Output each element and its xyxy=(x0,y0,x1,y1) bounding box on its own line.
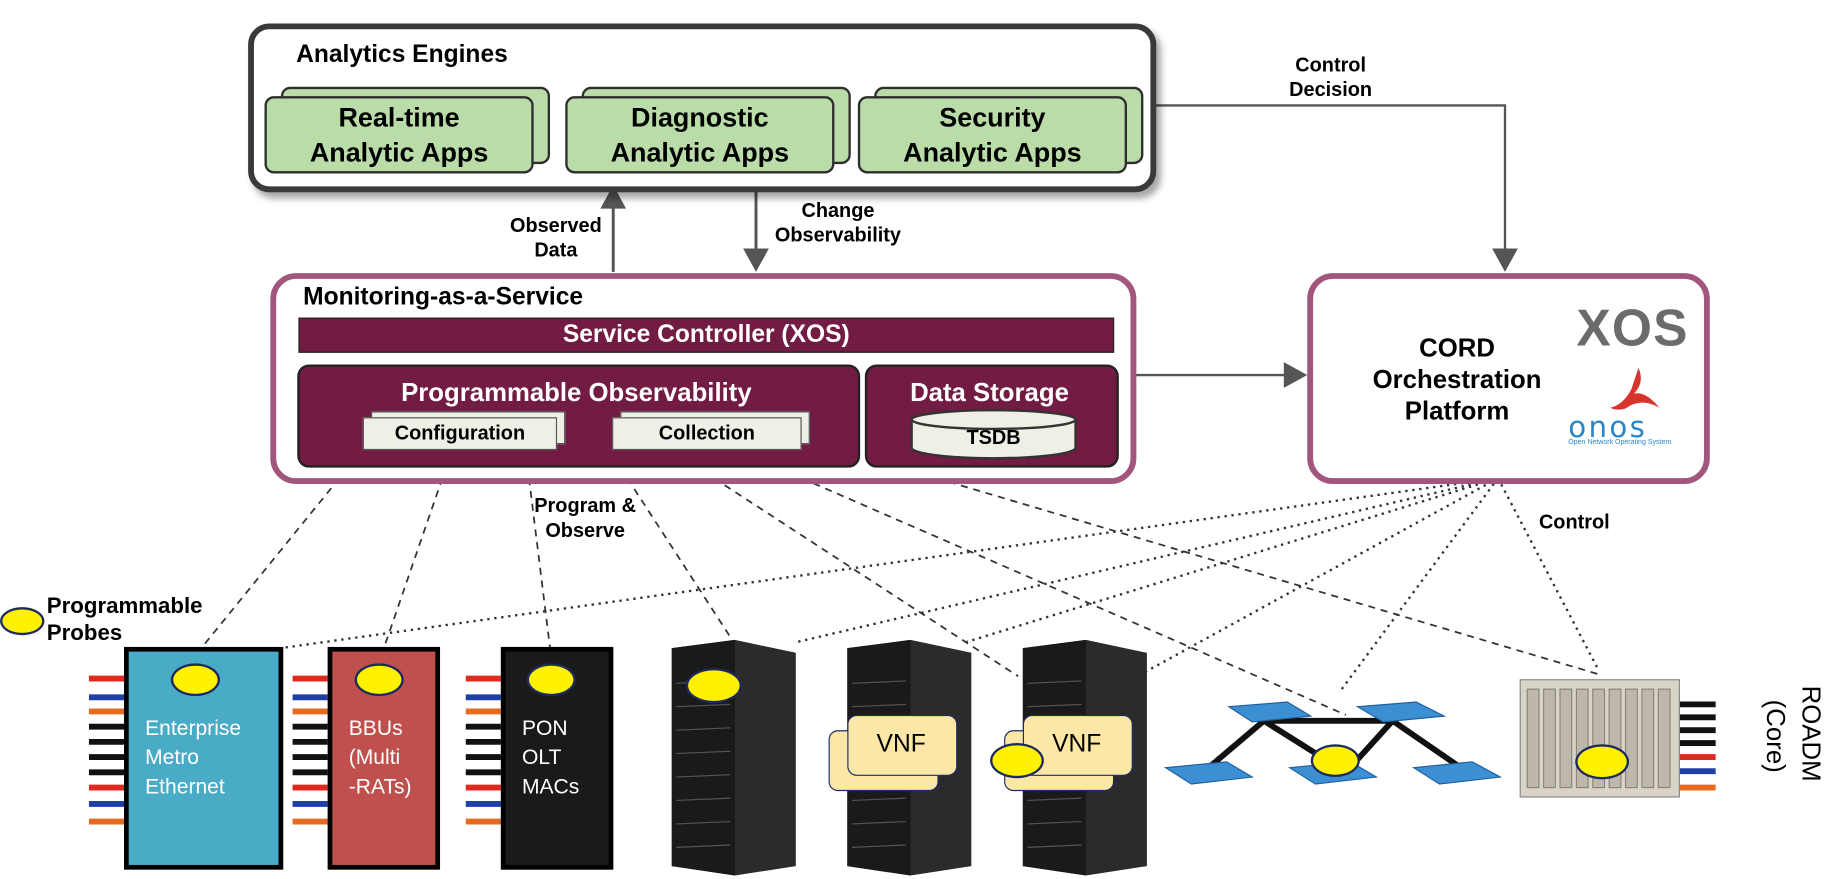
vnf-label: VNF xyxy=(876,730,926,758)
onos-bird-icon xyxy=(1610,368,1660,410)
probe-icon xyxy=(685,668,742,704)
analytics-title: Analytics Engines xyxy=(296,41,508,68)
control-label: Control xyxy=(1538,510,1610,534)
collection-box: Collection xyxy=(612,417,802,451)
switch-network-icon xyxy=(1163,701,1503,785)
roadm-label: ROADM(Core) xyxy=(1761,685,1826,782)
security-app-box: Security Analytic Apps xyxy=(857,96,1127,174)
probe-icon xyxy=(526,663,576,697)
realtime-app-box: Real-time Analytic Apps xyxy=(264,96,534,174)
program-observe-lines xyxy=(200,477,1598,716)
control-lines xyxy=(280,477,1599,705)
programmable-observability-title: Programmable Observability xyxy=(401,377,752,407)
onos-tagline: Open Network Operating System xyxy=(1568,439,1672,447)
maas-title: Monitoring-as-a-Service xyxy=(303,283,584,311)
probe-icon xyxy=(354,663,404,697)
tsdb-label: TSDB xyxy=(966,426,1021,449)
probe-icon xyxy=(1310,744,1360,778)
xos-logo: XOS xyxy=(1576,300,1689,358)
tsdb-cylinder-icon xyxy=(910,409,1077,460)
cord-orchestration-box xyxy=(1307,273,1710,485)
control-decision-arrow xyxy=(1150,104,1507,256)
bbu-label: BBUs(Multi-RATs) xyxy=(348,716,412,799)
vnf-box xyxy=(847,714,958,776)
vnf-label: VNF xyxy=(1052,730,1102,758)
probe-icon xyxy=(170,663,221,697)
probe-icon xyxy=(1575,744,1630,780)
onos-logo: onos xyxy=(1568,410,1648,445)
service-controller-bar: Service Controller (XOS) xyxy=(298,317,1115,353)
probe-icon xyxy=(990,743,1044,779)
roadm-chassis-icon xyxy=(1519,679,1680,798)
data-storage-title: Data Storage xyxy=(910,377,1069,407)
probe-legend-icon xyxy=(0,607,45,636)
configuration-box: Configuration xyxy=(362,417,558,451)
pon-olt-device xyxy=(500,646,614,870)
program-observe-label: Program &Observe xyxy=(534,494,637,542)
diagnostic-app-box: Diagnostic Analytic Apps xyxy=(565,96,835,174)
